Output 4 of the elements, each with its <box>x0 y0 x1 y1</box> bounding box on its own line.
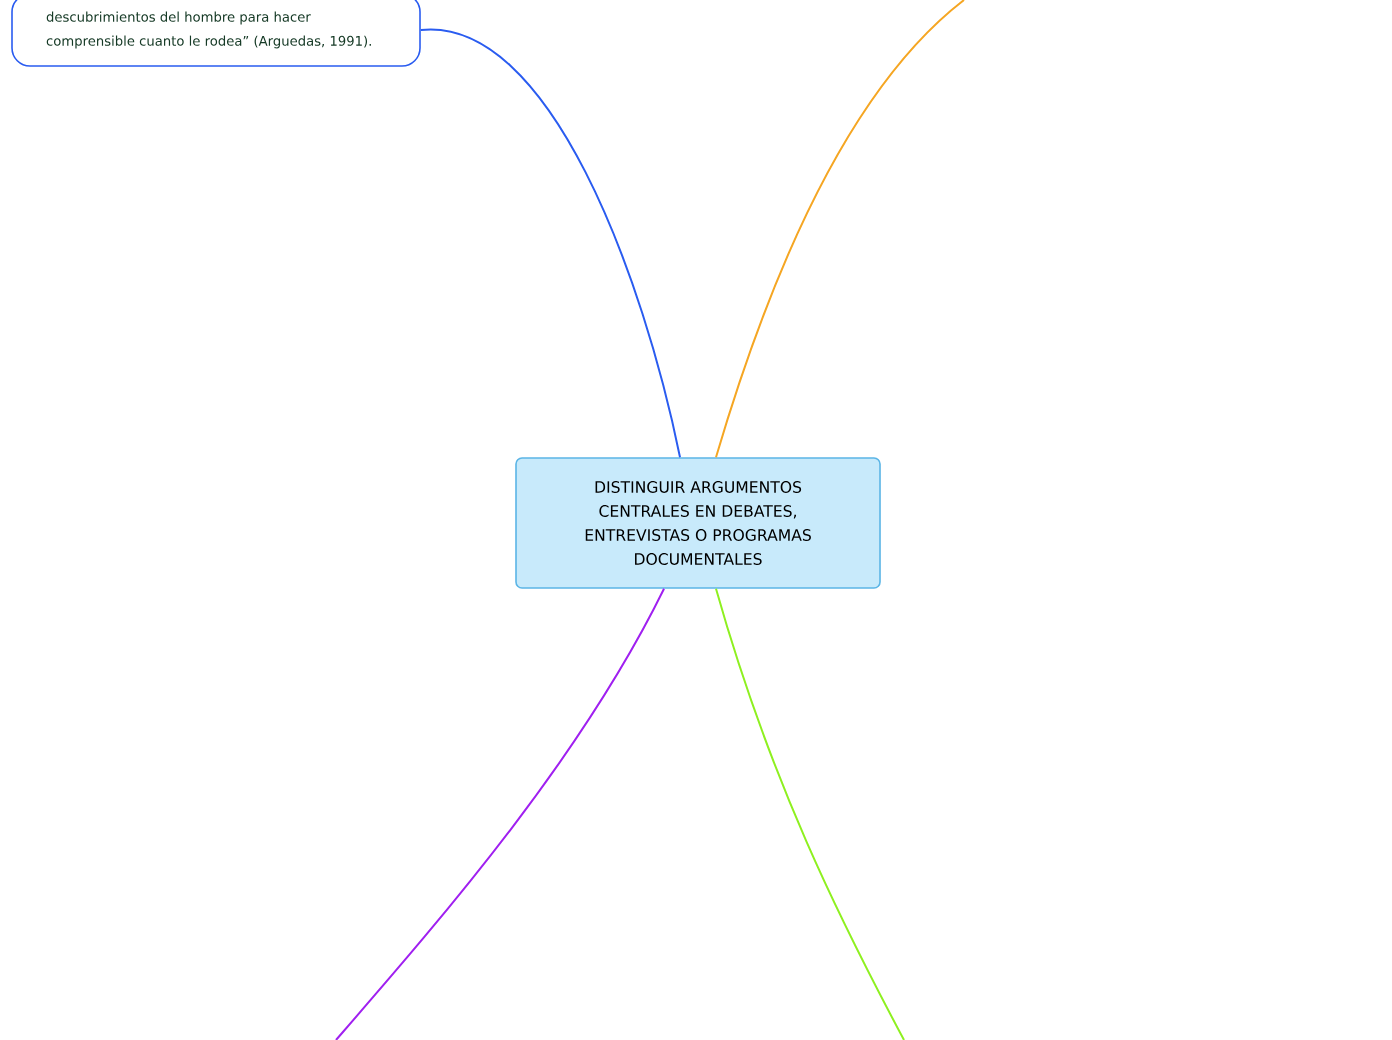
branch-line <box>715 0 965 459</box>
branch-line <box>335 587 665 1040</box>
branch-line <box>419 29 681 459</box>
branch-line <box>715 587 905 1040</box>
